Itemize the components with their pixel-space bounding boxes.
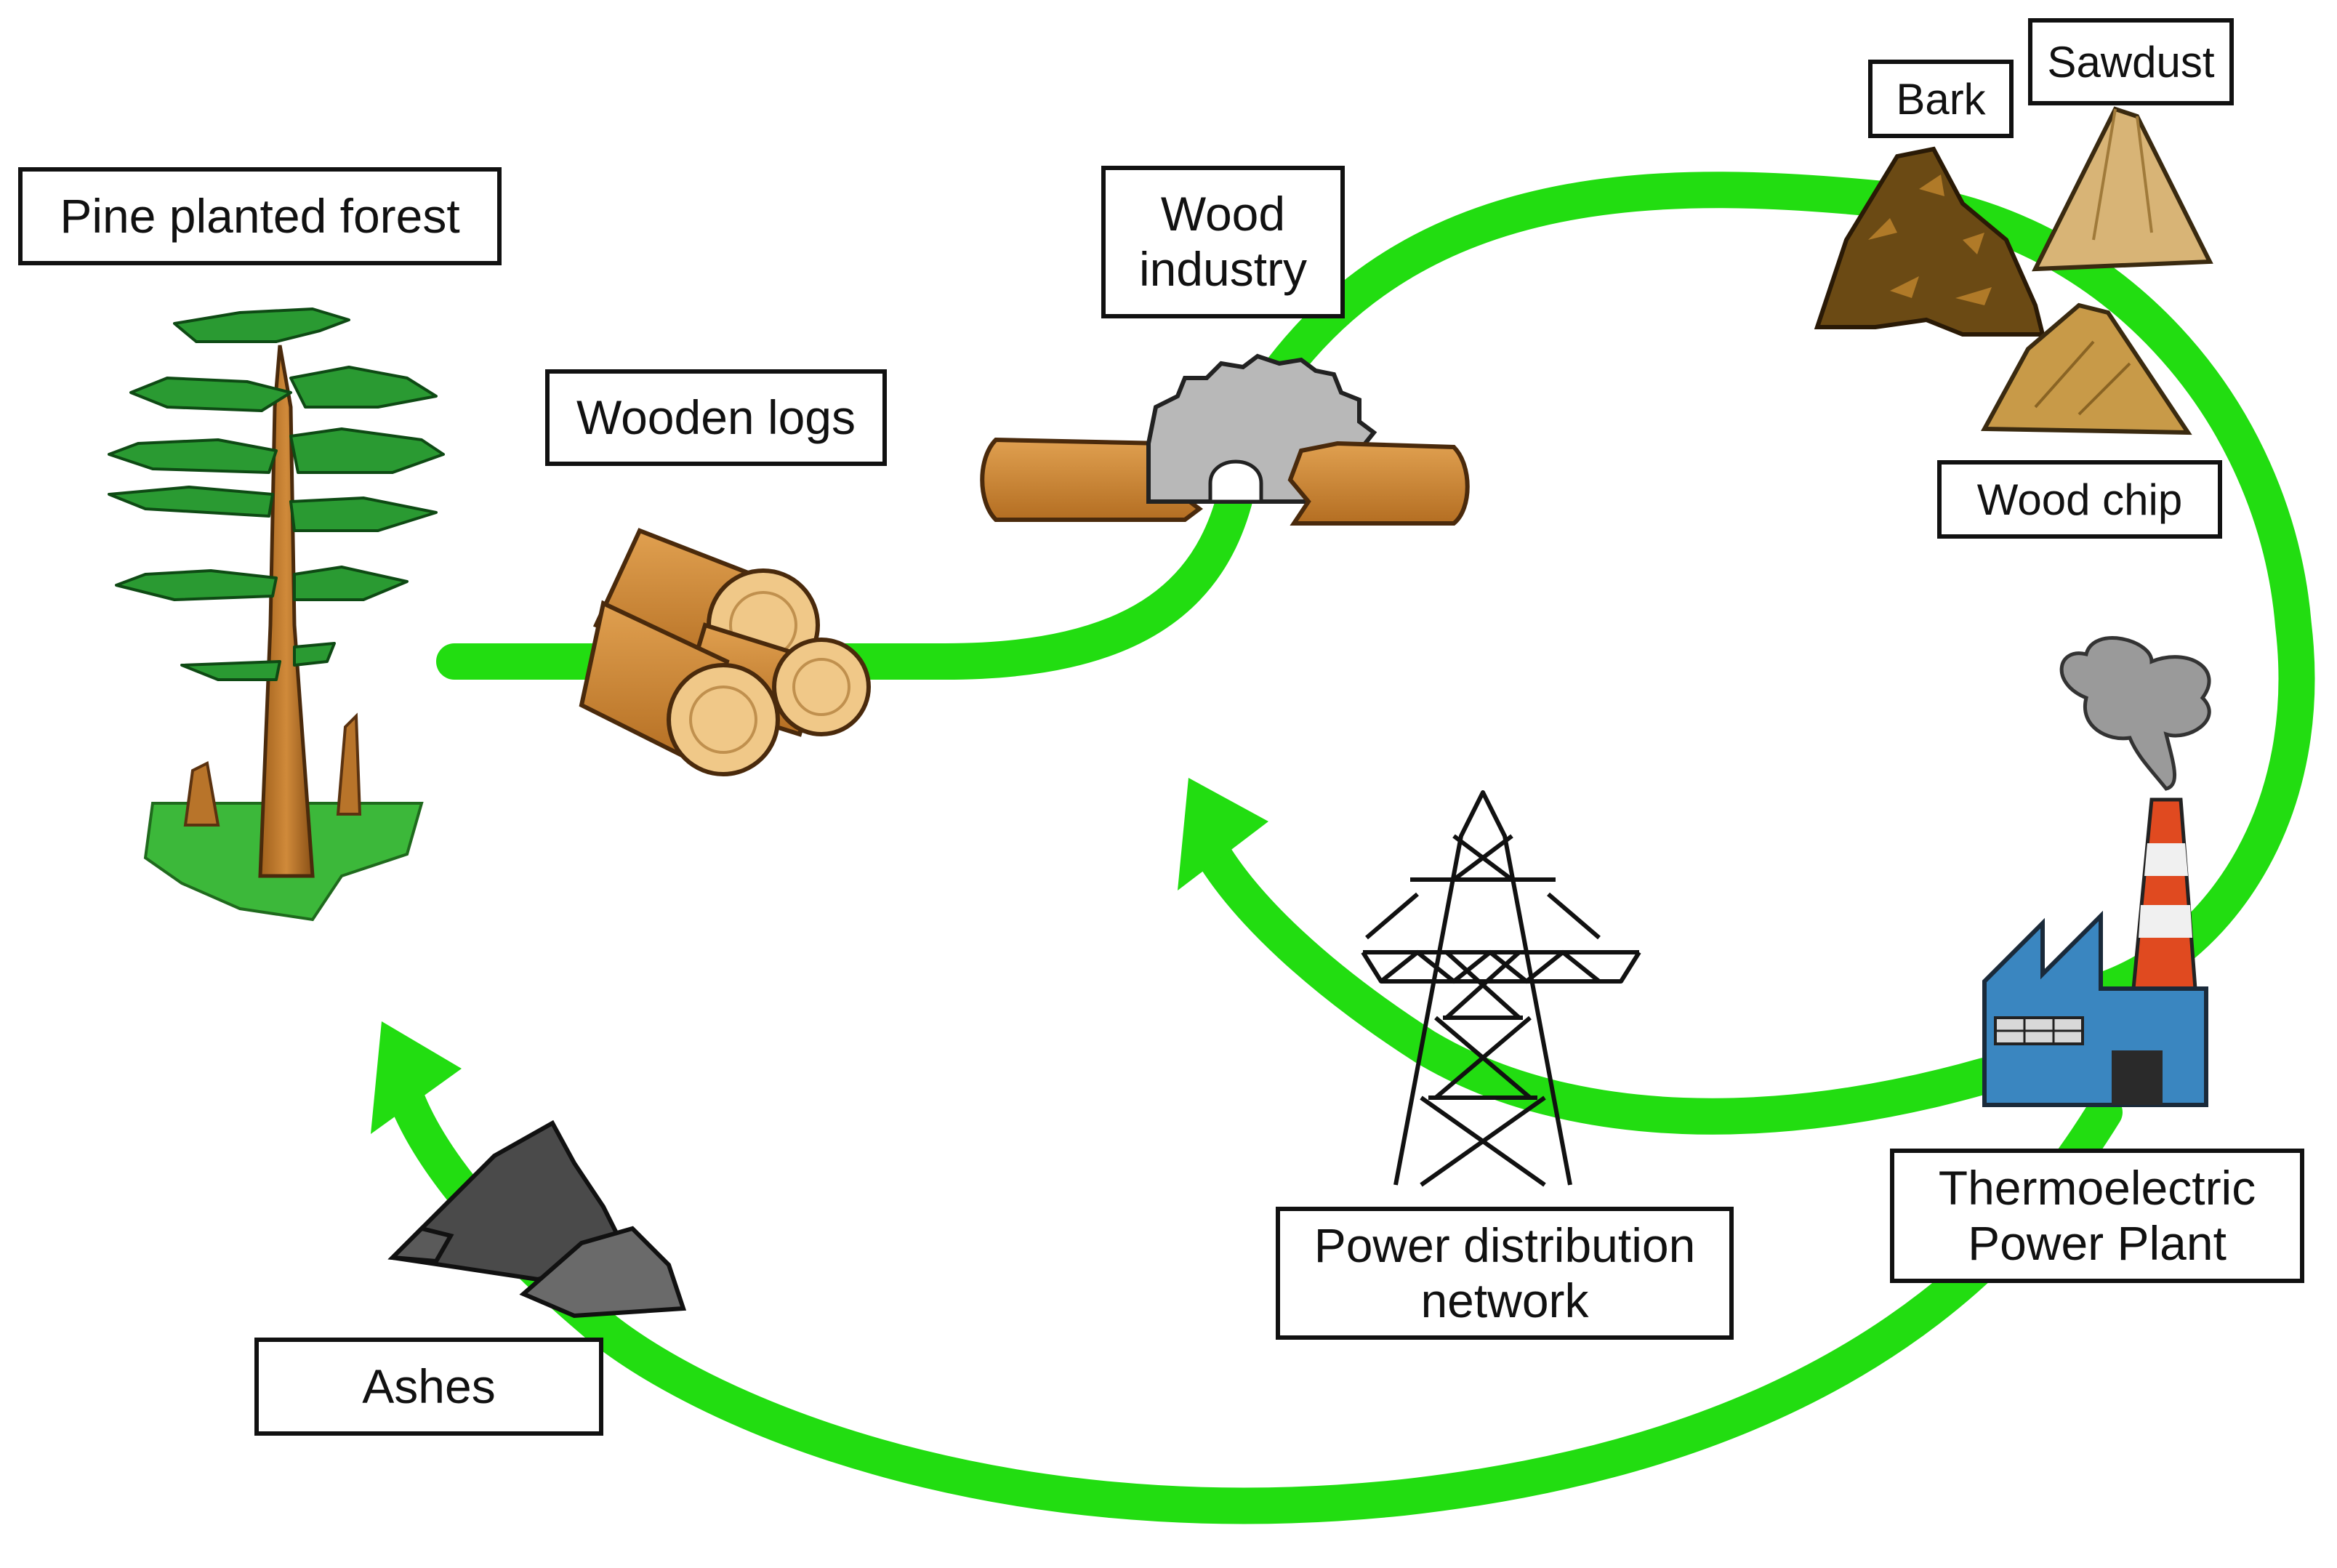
transmission-tower-icon xyxy=(1361,790,1641,1187)
arrow-head-forest xyxy=(371,1021,462,1134)
log-end xyxy=(667,663,780,776)
ash-rock-icon xyxy=(387,1119,687,1319)
arrow-heads xyxy=(371,778,1268,1134)
label-wood-chip: Wood chip xyxy=(1937,460,2222,539)
smoke xyxy=(2059,636,2211,791)
arrow-plant-to-network xyxy=(1188,825,2003,1135)
factory-icon xyxy=(1982,636,2211,1107)
wood-chip-pile-icon xyxy=(1980,302,2192,435)
log-stack-icon xyxy=(579,528,871,776)
label-pine-forest: Pine planted forest xyxy=(18,167,502,265)
label-ashes: Ashes xyxy=(254,1338,603,1436)
tree-stump xyxy=(336,712,362,816)
log-end xyxy=(772,638,871,736)
tree-trunk xyxy=(258,345,315,878)
arrow-forest-to-industry xyxy=(436,476,1254,680)
label-power-network: Power distribution network xyxy=(1276,1207,1734,1340)
tree-foliage xyxy=(108,307,445,681)
label-sawdust: Sawdust xyxy=(2028,18,2234,105)
pine-tree-icon xyxy=(108,307,445,922)
circular-saw-icon xyxy=(980,353,1470,526)
arrow-industry-to-residues xyxy=(1258,172,2315,1007)
label-bark: Bark xyxy=(1868,60,2014,138)
saw-notch xyxy=(1208,459,1263,504)
sawdust-pile-icon xyxy=(2032,106,2213,272)
label-wood-industry: Wood industry xyxy=(1101,166,1345,318)
bark-pile-icon xyxy=(1814,146,2046,337)
arrow-head-network xyxy=(1178,778,1268,890)
log-right xyxy=(1287,441,1470,526)
label-power-plant: Thermoelectric Power Plant xyxy=(1890,1149,2304,1283)
chimney xyxy=(2131,797,2197,991)
tree-stump xyxy=(183,761,220,827)
label-wooden-logs: Wooden logs xyxy=(545,369,887,466)
